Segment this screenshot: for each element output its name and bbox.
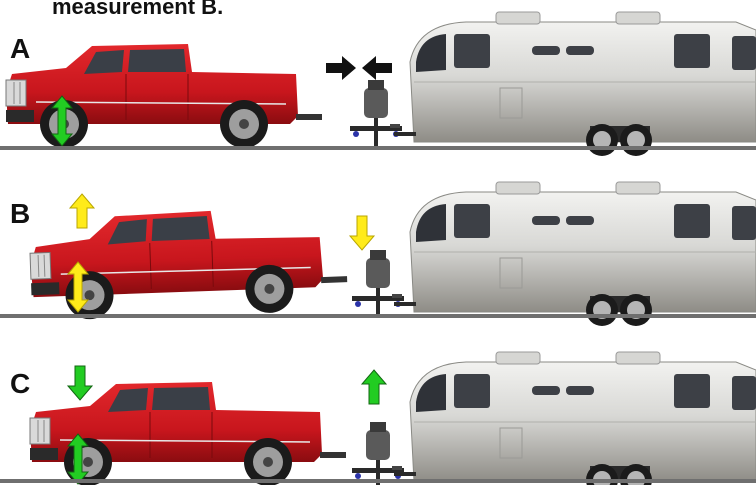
hitch-a — [350, 80, 402, 148]
arrow-up-icon-b — [70, 194, 94, 228]
truck-a — [6, 44, 322, 148]
ground-c — [0, 479, 756, 483]
ground-a — [0, 146, 756, 150]
trailer-b — [394, 182, 756, 326]
arrow-up-icon-c — [362, 370, 386, 404]
arrow-down-icon-c — [68, 366, 92, 400]
arrow-left-icon — [362, 56, 392, 80]
arrow-down-icon-b — [350, 216, 374, 250]
panel-c — [0, 352, 756, 485]
ground-b — [0, 314, 756, 318]
trailer-c — [394, 352, 756, 485]
arrow-right-icon — [326, 56, 356, 80]
trailer-a — [394, 12, 756, 156]
panel-b — [0, 182, 756, 326]
hitch-b — [352, 250, 404, 318]
panel-a — [0, 12, 756, 156]
